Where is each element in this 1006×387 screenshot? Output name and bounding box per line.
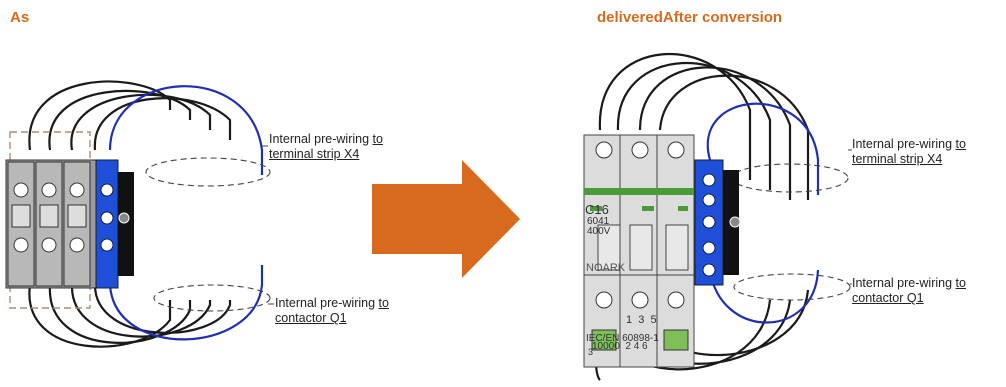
left-terminal-block: [5, 159, 134, 289]
label-left-terminal-strip: Internal pre-wiring to terminal strip X4: [269, 132, 383, 161]
circuit-breaker: C16 6041 400V NOARK 1 3 5 IEC/EN 60898-1…: [583, 134, 695, 368]
left-bundle-ellipses: [145, 157, 271, 312]
right-leader-lines: [848, 149, 852, 285]
left-wiring-loops: [28, 80, 264, 348]
breaker-voltage: 400V: [587, 226, 611, 237]
breaker-code: 6041: [587, 216, 610, 227]
breaker-terminal-numbers: 1 3 5: [626, 314, 657, 326]
breaker-standard: IEC/EN 60898-1: [586, 333, 659, 344]
heading-after-conversion: deliveredAfter conversion: [597, 9, 783, 26]
breaker-standard-extra: 3: [588, 347, 593, 357]
breaker-brand: NOARK: [586, 262, 626, 274]
arrow-right-icon: [372, 160, 520, 278]
breaker-standard-sub: 10000 2 4 6: [592, 341, 648, 352]
breaker-rating: C16: [585, 202, 609, 217]
heading-as: As: [10, 9, 30, 26]
label-right-contactor: Internal pre-wiring to contactor Q1: [852, 276, 966, 305]
left-leader-lines: [262, 145, 274, 305]
label-right-terminal-strip: Internal pre-wiring to terminal strip X4: [852, 137, 966, 166]
right-terminal-block: [694, 159, 741, 286]
label-left-contactor: Internal pre-wiring to contactor Q1: [275, 296, 389, 325]
